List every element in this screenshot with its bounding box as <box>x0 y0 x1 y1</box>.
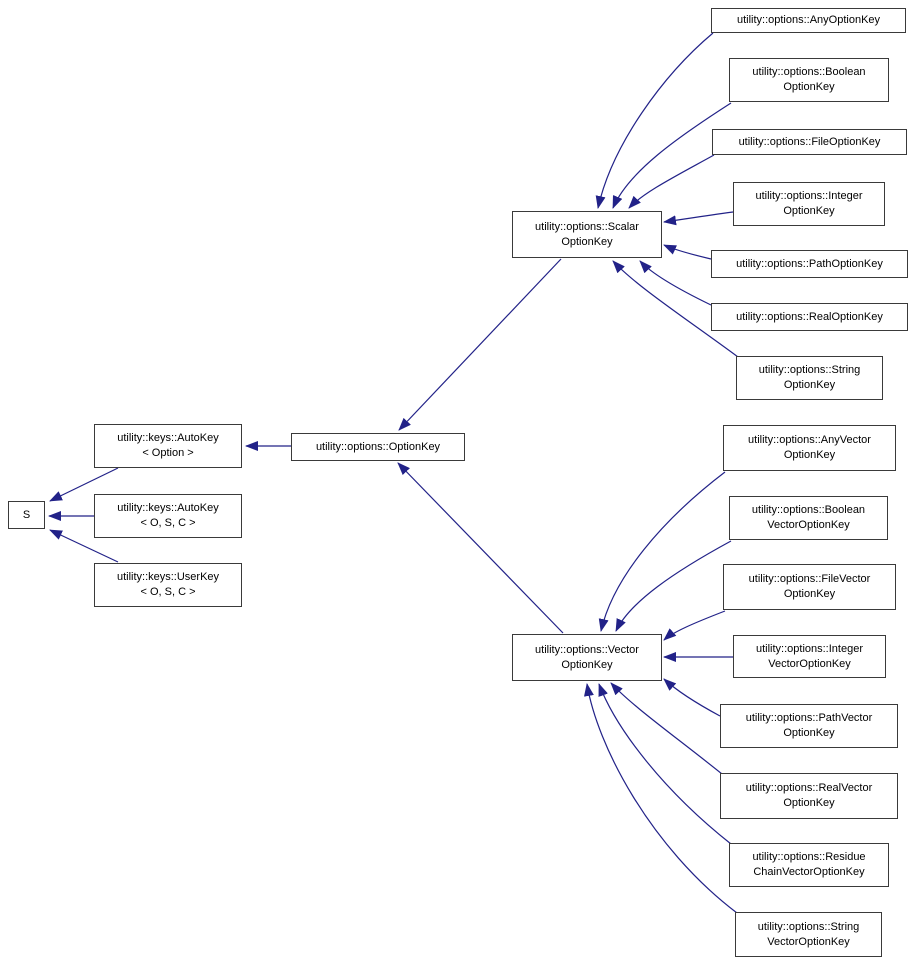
node-anyvector-optionkey[interactable]: utility::options::AnyVector OptionKey <box>723 425 896 471</box>
node-residuechainvector-optionkey-label-2: ChainVectorOptionKey <box>753 866 865 878</box>
node-vector-optionkey-label-2: OptionKey <box>561 658 613 671</box>
node-vector-optionkey-label-1: utility::options::Vector <box>535 643 639 656</box>
edge-pathvector-to-vector <box>663 678 721 717</box>
node-pathvector-optionkey-label-2: OptionKey <box>783 727 835 739</box>
node-anyvector-optionkey-label-2: OptionKey <box>783 449 836 461</box>
node-stringvector-optionkey-label-1: utility::options::String <box>757 920 860 933</box>
node-realvector-optionkey-label-1: utility::options::RealVector <box>745 782 873 794</box>
edge-anyvector-to-vector <box>598 471 726 632</box>
edge-residuechainvector-to-vector <box>598 683 732 845</box>
node-any-optionkey-label: utility::options::AnyOptionKey <box>736 14 881 26</box>
edge-file-to-scalar <box>628 154 715 209</box>
node-booleanvector-optionkey-label-1: utility::options::Boolean <box>751 504 866 516</box>
edge-autokey-option-to-s <box>49 467 119 502</box>
node-optionkey[interactable]: utility::options::OptionKey <box>291 433 465 461</box>
node-optionkey-label: utility::options::OptionKey <box>315 440 441 453</box>
node-stringvector-optionkey-label-2: VectorOptionKey <box>767 935 850 948</box>
node-boolean-optionkey-label-1: utility::options::Boolean <box>752 66 866 78</box>
edge-boolean-to-scalar <box>612 102 732 209</box>
node-pathvector-optionkey-label-1: utility::options::PathVector <box>745 712 873 724</box>
node-autokey-option-label-1: utility::keys::AutoKey <box>117 432 219 444</box>
edge-userkey-osc-to-s <box>49 529 119 563</box>
node-residuechainvector-optionkey[interactable]: utility::options::Residue ChainVectorOpt… <box>729 843 889 887</box>
node-file-optionkey-label: utility::options::FileOptionKey <box>738 135 881 148</box>
node-integervector-optionkey[interactable]: utility::options::Integer VectorOptionKe… <box>733 635 886 678</box>
node-autokey-osc[interactable]: utility::keys::AutoKey < O, S, C > <box>94 494 242 538</box>
node-residuechainvector-optionkey-label-1: utility::options::Residue <box>752 851 866 863</box>
node-string-optionkey[interactable]: utility::options::String OptionKey <box>736 356 883 400</box>
node-filevector-optionkey-label-2: OptionKey <box>783 588 836 600</box>
edge-real-to-scalar <box>639 260 712 306</box>
node-s[interactable]: S <box>8 501 45 529</box>
node-path-optionkey-label: utility::options::PathOptionKey <box>736 257 883 270</box>
node-real-optionkey-label: utility::options::RealOptionKey <box>736 310 883 323</box>
node-scalar-optionkey-label-1: utility::options::Scalar <box>535 220 639 233</box>
edge-integer-to-scalar <box>663 211 734 226</box>
node-scalar-optionkey-label-2: OptionKey <box>561 235 613 248</box>
node-integervector-optionkey-label-1: utility::options::Integer <box>755 642 863 655</box>
node-integer-optionkey-label-2: OptionKey <box>783 205 835 217</box>
edge-stringvector-to-vector <box>584 683 738 914</box>
node-userkey-osc-label-2: < O, S, C > <box>140 586 196 598</box>
node-integervector-optionkey-label-2: VectorOptionKey <box>768 657 851 670</box>
edge-any-to-scalar <box>595 32 714 209</box>
edge-booleanvector-to-vector <box>615 540 732 632</box>
node-string-optionkey-label-2: OptionKey <box>783 379 836 391</box>
node-path-optionkey[interactable]: utility::options::PathOptionKey <box>711 250 908 278</box>
node-real-optionkey[interactable]: utility::options::RealOptionKey <box>711 303 908 331</box>
node-any-optionkey[interactable]: utility::options::AnyOptionKey <box>711 8 906 33</box>
edge-string-to-scalar <box>612 260 739 358</box>
node-realvector-optionkey[interactable]: utility::options::RealVector OptionKey <box>720 773 898 819</box>
node-integer-optionkey-label-1: utility::options::Integer <box>755 190 863 202</box>
node-filevector-optionkey-label-1: utility::options::FileVector <box>748 573 871 585</box>
node-pathvector-optionkey[interactable]: utility::options::PathVector OptionKey <box>720 704 898 748</box>
edge-filevector-to-vector <box>663 610 726 641</box>
node-autokey-osc-label-1: utility::keys::AutoKey <box>117 502 219 514</box>
node-realvector-optionkey-label-2: OptionKey <box>783 797 835 809</box>
node-anyvector-optionkey-label-1: utility::options::AnyVector <box>748 434 871 446</box>
node-file-optionkey[interactable]: utility::options::FileOptionKey <box>712 129 907 155</box>
node-userkey-osc-label-1: utility::keys::UserKey <box>116 571 220 583</box>
node-integer-optionkey[interactable]: utility::options::Integer OptionKey <box>733 182 885 226</box>
node-vector-optionkey[interactable]: utility::options::Vector OptionKey <box>512 634 662 681</box>
node-booleanvector-optionkey[interactable]: utility::options::Boolean VectorOptionKe… <box>729 496 888 540</box>
edge-scalar-to-optionkey <box>398 258 562 431</box>
node-booleanvector-optionkey-label-2: VectorOptionKey <box>767 519 850 531</box>
node-scalar-optionkey[interactable]: utility::options::Scalar OptionKey <box>512 211 662 258</box>
node-autokey-option[interactable]: utility::keys::AutoKey < Option > <box>94 424 242 468</box>
node-autokey-option-label-2: < Option > <box>142 447 194 459</box>
node-userkey-osc[interactable]: utility::keys::UserKey < O, S, C > <box>94 563 242 607</box>
node-boolean-optionkey[interactable]: utility::options::Boolean OptionKey <box>729 58 889 102</box>
node-filevector-optionkey[interactable]: utility::options::FileVector OptionKey <box>723 564 896 610</box>
node-autokey-osc-label-2: < O, S, C > <box>140 517 196 529</box>
node-string-optionkey-label-1: utility::options::String <box>758 364 861 376</box>
edge-realvector-to-vector <box>610 682 723 775</box>
edge-path-to-scalar <box>663 244 712 260</box>
node-boolean-optionkey-label-2: OptionKey <box>783 81 835 93</box>
edge-vector-to-optionkey <box>397 462 564 634</box>
node-stringvector-optionkey[interactable]: utility::options::String VectorOptionKey <box>735 912 882 957</box>
node-s-label: S <box>22 508 31 521</box>
